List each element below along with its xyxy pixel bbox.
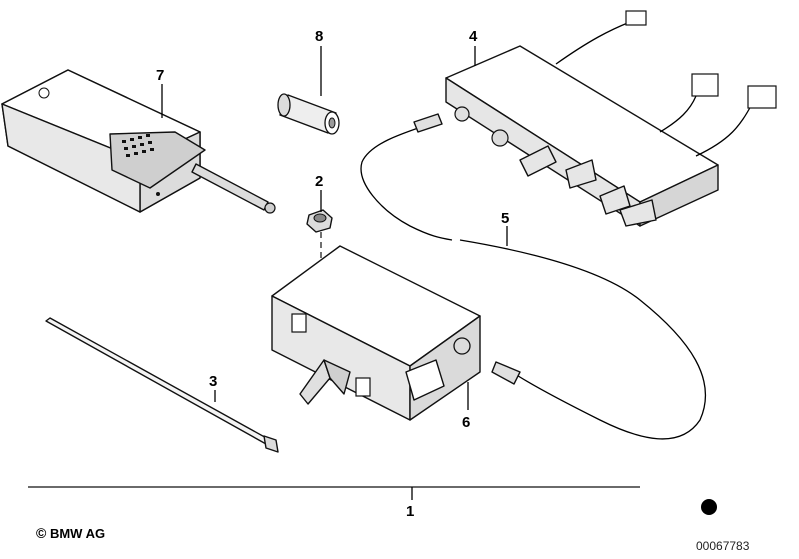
copyright-symbol: © bbox=[36, 525, 47, 541]
part-3-cable-tie bbox=[45, 317, 279, 453]
part-5-antenna-cable bbox=[360, 113, 707, 440]
copyright-text: BMW AG bbox=[49, 526, 106, 541]
callout-1: 1 bbox=[406, 503, 414, 520]
callout-5: 5 bbox=[501, 210, 509, 227]
part-6-control-unit bbox=[271, 245, 481, 421]
part-4-antenna-module bbox=[445, 10, 777, 227]
callout-3: 3 bbox=[209, 373, 217, 390]
part-8-cylinder bbox=[277, 93, 340, 135]
callout-8: 8 bbox=[315, 28, 323, 45]
reference-number: 00067783 bbox=[696, 539, 750, 553]
bmw-logo-icon bbox=[38, 87, 50, 99]
end-marker-dot bbox=[701, 499, 717, 515]
part-2-nut bbox=[306, 209, 333, 300]
leader-lines bbox=[161, 46, 508, 500]
part-7-remote-handset bbox=[1, 69, 276, 214]
copyright-notice: © BMW AG bbox=[36, 525, 105, 541]
callout-6: 6 bbox=[462, 414, 470, 431]
callout-2: 2 bbox=[315, 173, 323, 190]
callout-4: 4 bbox=[469, 28, 478, 45]
callout-7: 7 bbox=[156, 67, 164, 84]
